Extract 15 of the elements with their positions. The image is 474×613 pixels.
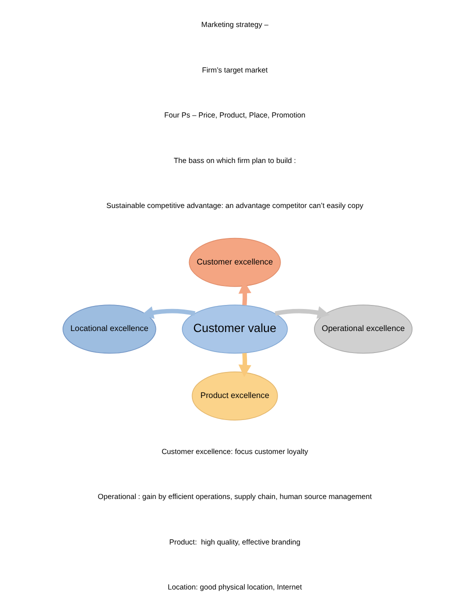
label: Sustainable competitive advantage: an advantage competitor can’t easily copy [106,201,363,210]
node-ellipse: Customer excellence [188,238,280,287]
label: Customer excellence: focus customer loyalty [161,446,308,456]
label: Operational : gain by efficient operations, supply chain, human source management [97,492,372,502]
label: Product: high quality, effective branding [168,537,300,546]
label: Firm’s target market [201,65,268,74]
label: The bass on which firm plan to build : [173,156,296,165]
label: Location: good physical location, Internet [167,582,302,592]
label: Marketing strategy – [200,20,268,30]
label: Four Ps – Price, Product, Place, Promotion [164,110,305,120]
node-ellipse: Product excellence [191,371,278,420]
arrow [140,306,195,319]
arrow [238,352,251,378]
arrow [274,306,330,319]
node-ellipse: Customer value [181,304,288,354]
